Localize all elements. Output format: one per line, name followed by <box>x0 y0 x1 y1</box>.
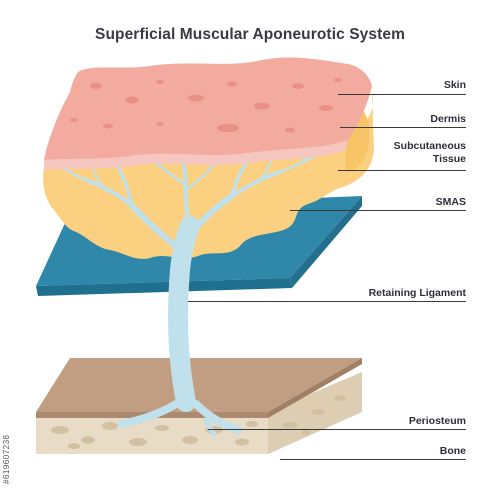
periosteum-leader <box>208 429 466 430</box>
label-subcutaneous-line1: Subcutaneous <box>393 140 466 152</box>
smas-leader <box>290 210 466 211</box>
label-dermis: Dermis <box>430 113 466 125</box>
label-skin: Skin <box>443 79 466 91</box>
retaining-ligament-leader <box>188 301 466 302</box>
stock-id-text: #619607238 <box>2 434 11 485</box>
subcutaneous-leader <box>338 170 466 171</box>
skin-leader <box>338 94 466 95</box>
label-smas: SMAS <box>435 196 466 208</box>
bone-leader <box>280 459 466 460</box>
label-subcutaneous-line2: Tissue <box>432 153 466 165</box>
label-subcutaneous-tissue: Subcutaneous Tissue <box>346 140 466 166</box>
diagram-title: Superficial Muscular Aponeurotic System <box>95 26 405 43</box>
label-retaining-ligament: Retaining Ligament <box>368 287 466 299</box>
dermis-leader <box>340 127 466 128</box>
label-periosteum: Periosteum <box>408 415 466 427</box>
label-bone: Bone <box>439 445 466 457</box>
skin-layer <box>44 57 372 170</box>
